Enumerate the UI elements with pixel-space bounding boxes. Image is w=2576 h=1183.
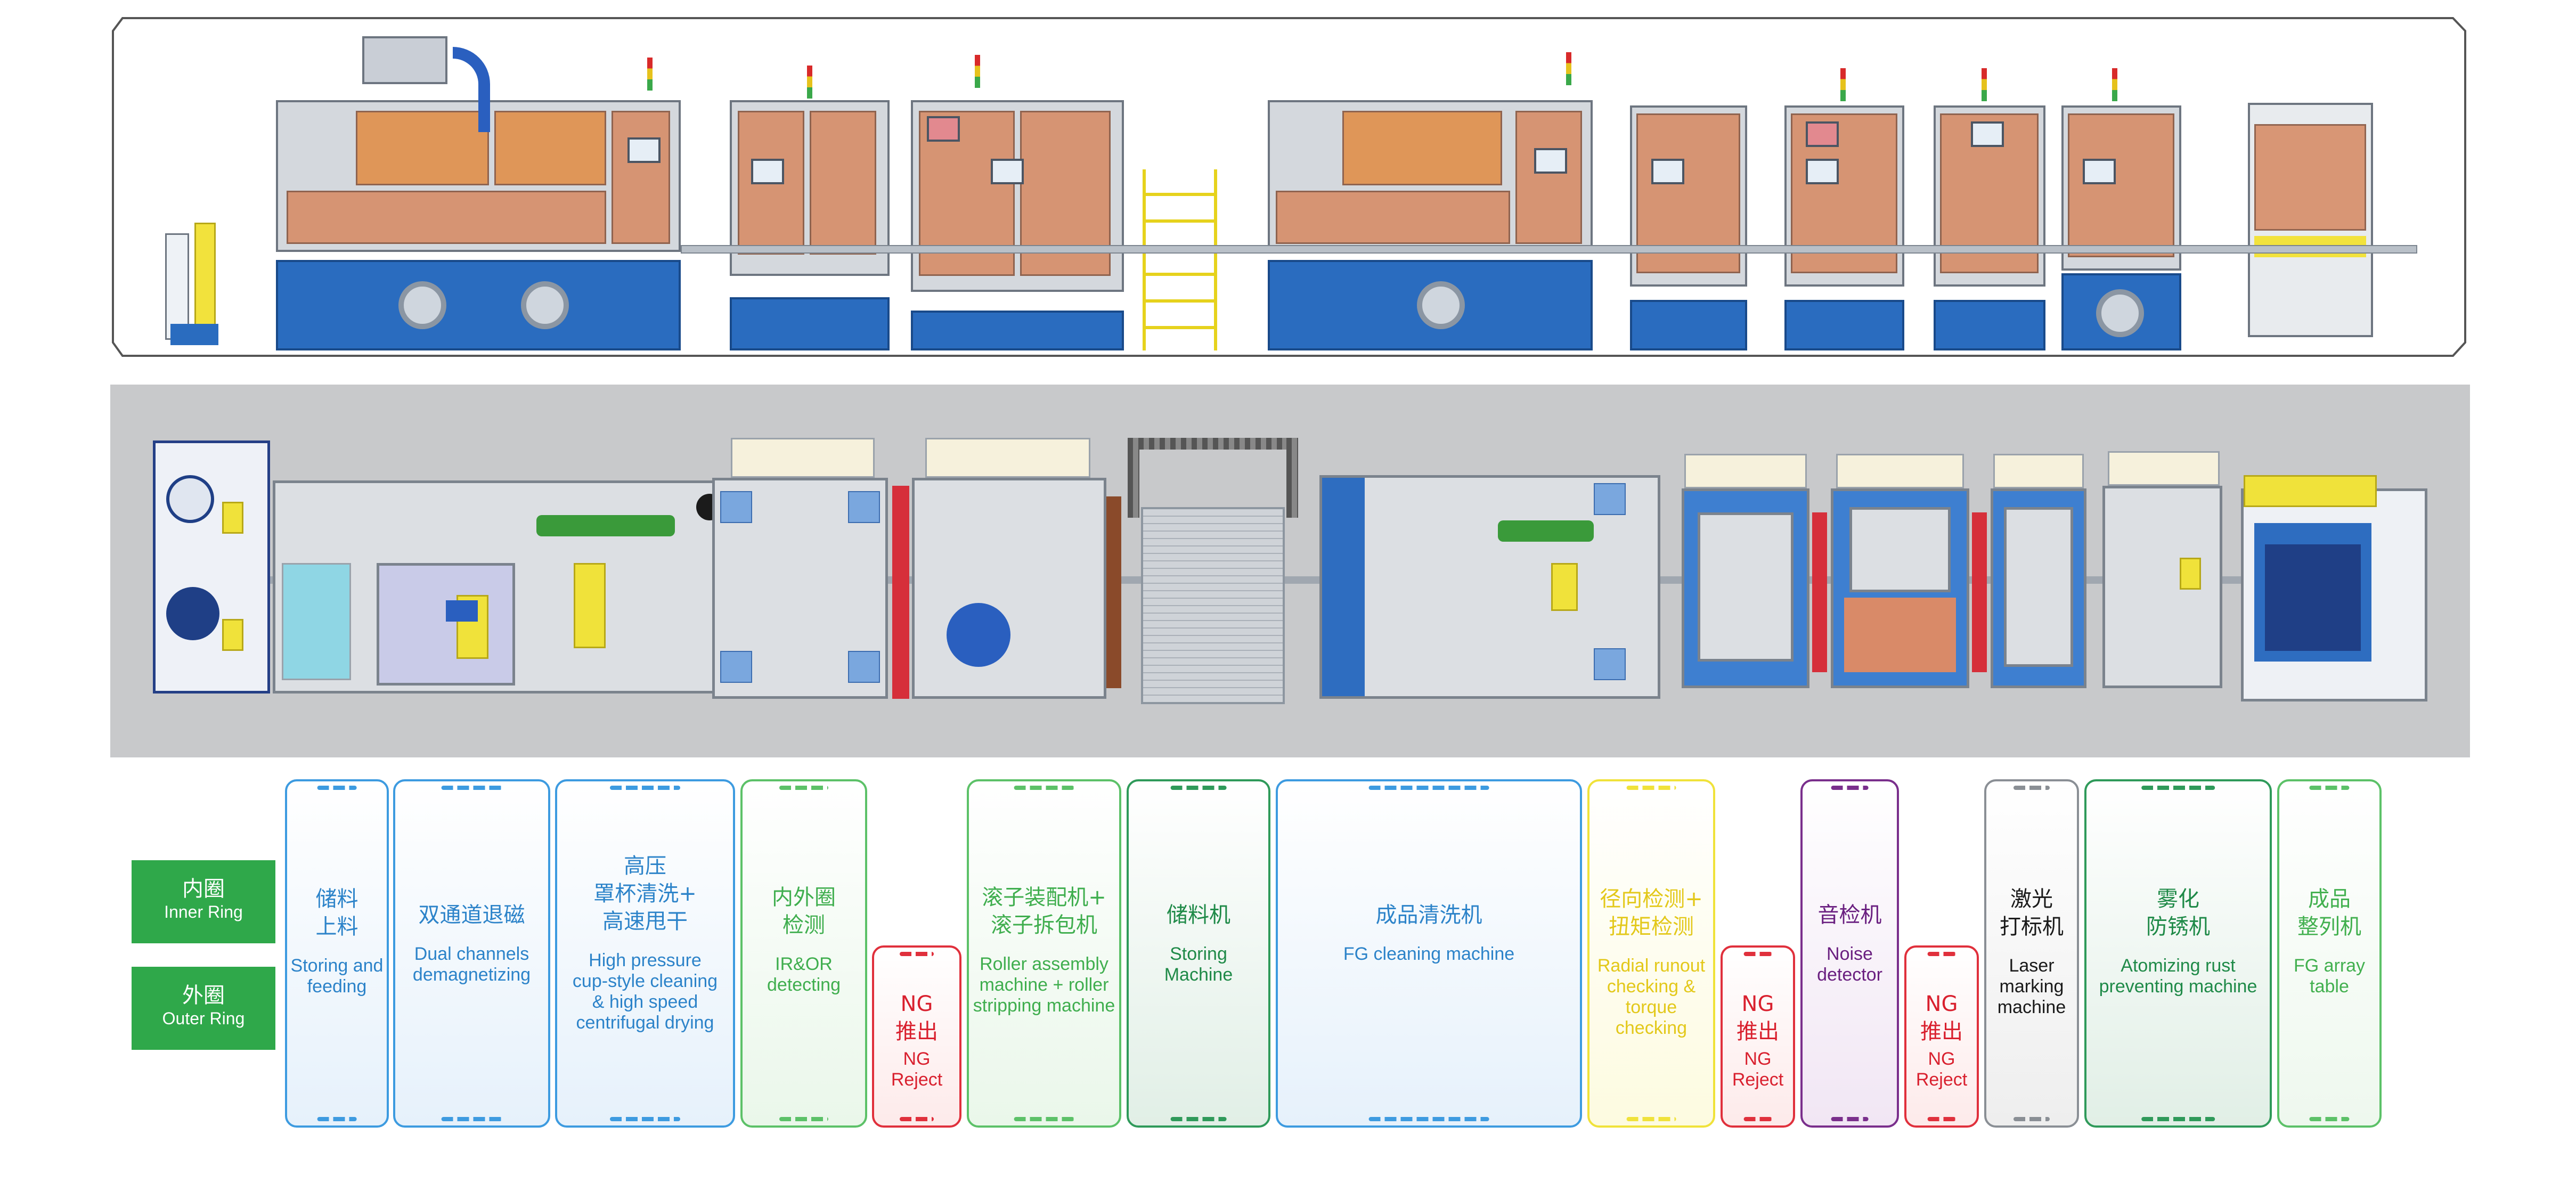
station-en: NG Reject: [1915, 1049, 1968, 1090]
station-zh: 音检机: [1817, 903, 1882, 927]
elev-tower-lamp: [647, 58, 653, 91]
station-zh: 成品 整列机: [2297, 887, 2361, 939]
station-card-atomizing-rust: 雾化 防锈机 Atomizing rust preventing machine: [2084, 779, 2272, 1128]
plan-fg-cleaning-machine: [1319, 475, 1660, 699]
elev-tower-lamp: [1566, 52, 1571, 85]
station-en: Dual channels demagnetizing: [412, 944, 531, 985]
elev-machine-4: [1268, 100, 1593, 350]
elev-tower-lamp: [1982, 68, 1987, 101]
elev-machine-5: [1630, 105, 1747, 350]
station-zh: NG 推出: [895, 992, 938, 1044]
station-zh: 雾化 防锈机: [2146, 887, 2210, 939]
elev-machine-1: [276, 100, 681, 350]
station-card-ng-reject-3: NG 推出 NG Reject: [1904, 945, 1979, 1128]
elev-machine-6: [1784, 105, 1904, 350]
elev-machine-3: [911, 100, 1124, 350]
outer-ring-button: 外圈 Outer Ring: [132, 967, 275, 1050]
plan-roller-hood: [925, 438, 1090, 478]
outer-ring-en: Outer Ring: [162, 1009, 245, 1028]
plan-storing-chain-left: [1128, 438, 1139, 518]
station-en: Noise detector: [1817, 944, 1882, 985]
inner-ring-zh: 内圈: [182, 877, 225, 901]
elev-tower-lamp: [1840, 68, 1846, 101]
plan-cleaning-machine-1: [273, 480, 723, 694]
station-card-roller-assembly: 滚子装配机+ 滚子拆包机 Roller assembly machine + r…: [967, 779, 1121, 1128]
plan-storing-machine: [1141, 507, 1285, 704]
station-card-ir-or-detecting: 内外圈 检测 IR&OR detecting: [740, 779, 867, 1128]
plan-noise-detector: [1831, 488, 1969, 688]
station-zh: NG 推出: [1737, 992, 1779, 1044]
station-en: High pressure cup-style cleaning & high …: [572, 950, 718, 1033]
inner-ring-en: Inner Ring: [164, 902, 243, 921]
elev-machine-8: [2061, 105, 2181, 350]
plan-radial-checking-machine: [1682, 488, 1809, 688]
elev-machine-9: [2248, 103, 2373, 350]
plan-radial-hood: [1684, 454, 1807, 488]
elev-blower: [362, 36, 447, 84]
elev-tower-lamp: [2112, 68, 2117, 101]
station-en: Roller assembly machine + roller strippi…: [973, 954, 1115, 1016]
station-zh: 高压 罩杯清洗+ 高速甩干: [593, 854, 697, 934]
station-zh: NG 推出: [1920, 992, 1963, 1044]
station-en: Storing and feeding: [290, 956, 384, 997]
plan-ng-reject-1: [892, 486, 909, 699]
station-card-fg-array-table: 成品 整列机 FG array table: [2277, 779, 2382, 1128]
station-card-laser-marking: 激光 打标机 Laser marking machine: [1984, 779, 2079, 1128]
station-card-ng-reject-2: NG 推出 NG Reject: [1721, 945, 1795, 1128]
station-card-demagnetizing: 双通道退磁 Dual channels demagnetizing: [393, 779, 550, 1128]
elev-tower-lamp: [807, 66, 812, 99]
station-en: Atomizing rust preventing machine: [2099, 956, 2257, 997]
elev-machine-7: [1934, 105, 2045, 350]
plan-detecting-hood: [731, 438, 875, 478]
plan-noise-hood: [1836, 454, 1964, 488]
elev-machine-2: [730, 100, 890, 350]
elev-ladder: [1143, 169, 1217, 350]
station-card-radial-torque: 径向检测+ 扭矩检测 Radial runout checking & torq…: [1587, 779, 1715, 1128]
plan-storing-chain: [1128, 438, 1298, 450]
plan-laser-hood: [1993, 454, 2084, 488]
plan-feeding-station: [153, 440, 270, 694]
station-en: IR&OR detecting: [767, 954, 841, 995]
plan-storing-chain-right: [1286, 438, 1298, 518]
station-card-ng-reject-1: NG 推出 NG Reject: [872, 945, 961, 1128]
plan-ng-reject-3: [1972, 512, 1987, 672]
station-zh: 成品清洗机: [1375, 903, 1482, 927]
plan-view: [110, 385, 2470, 757]
station-card-fg-cleaning: 成品清洗机 FG cleaning machine: [1276, 779, 1582, 1128]
station-en: FG array table: [2293, 956, 2366, 997]
station-en: FG cleaning machine: [1343, 944, 1515, 964]
station-card-noise-detector: 音检机 Noise detector: [1800, 779, 1899, 1128]
elev-main-conveyor: [681, 245, 2417, 254]
station-zh: 内外圈 检测: [772, 885, 836, 937]
plan-ng-reject-2: [1812, 512, 1827, 672]
elev-feeding-unit: [165, 191, 224, 350]
plan-rust-hood: [2108, 451, 2220, 486]
station-zh: 滚子装配机+ 滚子拆包机: [982, 885, 1106, 937]
plan-roller-assembly-machine: [912, 478, 1106, 699]
plan-rust-preventing-machine: [2102, 486, 2222, 688]
outer-ring-zh: 外圈: [182, 983, 225, 1008]
station-zh: 激光 打标机: [2000, 887, 2064, 939]
inner-ring-button: 内圈 Inner Ring: [132, 860, 275, 943]
station-en: NG Reject: [1732, 1049, 1784, 1090]
station-card-high-pressure-cleaning: 高压 罩杯清洗+ 高速甩干 High pressure cup-style cl…: [555, 779, 735, 1128]
station-zh: 径向检测+ 扭矩检测: [1600, 887, 1703, 939]
elevation-view: [112, 15, 2466, 358]
plan-laser-marking-machine: [1991, 488, 2086, 688]
station-en: Radial runout checking & torque checking: [1597, 956, 1706, 1038]
station-en: NG Reject: [891, 1049, 943, 1090]
plan-detecting-machine: [712, 478, 888, 699]
station-card-storing-machine: 储料机 Storing Machine: [1127, 779, 1270, 1128]
plan-fg-array-table: [2241, 475, 2427, 701]
station-zh: 双通道退磁: [418, 903, 525, 927]
plan-roller-stripper: [1106, 496, 1121, 688]
station-zh: 储料机: [1167, 903, 1230, 927]
station-en: Storing Machine: [1164, 944, 1233, 985]
station-zh: 储料 上料: [315, 887, 358, 939]
station-en: Laser marking machine: [1997, 956, 2066, 1017]
station-card-storing-feeding: 储料 上料 Storing and feeding: [285, 779, 389, 1128]
elev-tower-lamp: [975, 55, 980, 88]
